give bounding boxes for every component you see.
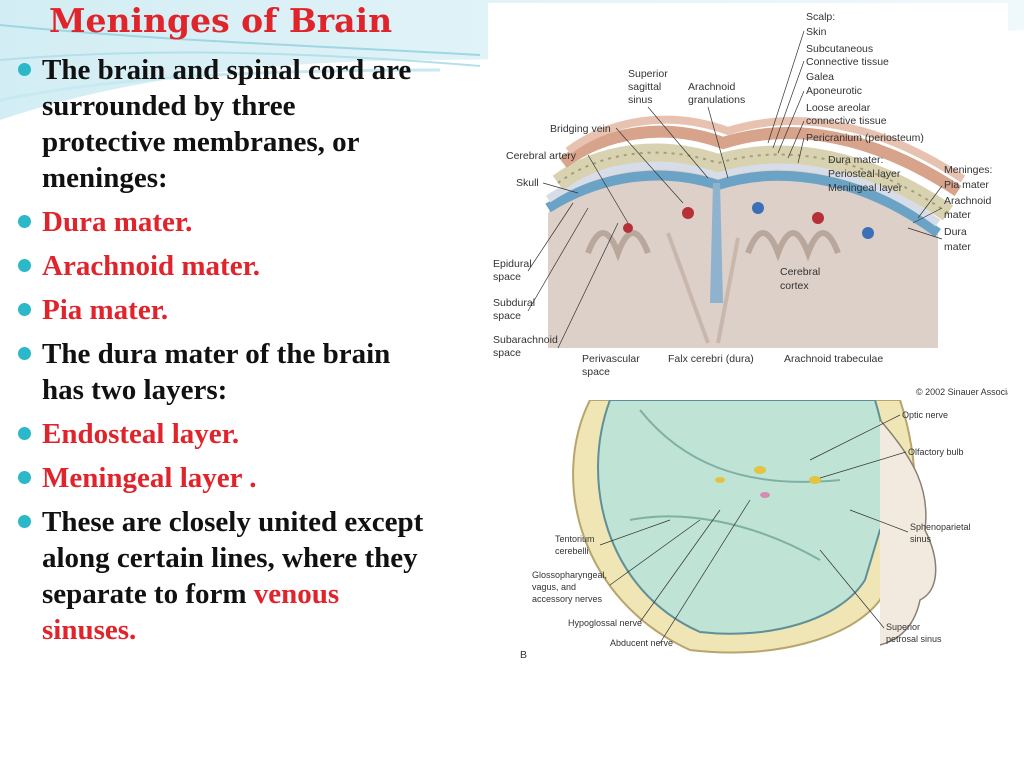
label-bridging-vein: Bridging vein xyxy=(550,123,611,135)
label-dura: Dura xyxy=(944,226,967,238)
label-space-2: space xyxy=(493,310,521,322)
label-meningeal-layer: Meningeal layer xyxy=(828,182,903,194)
label-falx: Falx cerebri (dura) xyxy=(668,353,754,365)
label-connective-tissue: Connective tissue xyxy=(806,56,889,68)
label-vagus: vagus, and xyxy=(532,582,576,592)
cranial-cavity-diagram: Optic nerve Olfactory bulb Tentorium cer… xyxy=(520,400,975,662)
label-optic-nerve: Optic nerve xyxy=(902,410,948,420)
bullet-item: Pia mater. xyxy=(16,292,426,328)
label-cortex: cortex xyxy=(780,280,809,292)
label-cerebelli: cerebelli xyxy=(555,546,589,556)
label-pia-mater: Pia mater xyxy=(944,179,989,191)
bullet-item: These are closely united except along ce… xyxy=(16,504,426,648)
label-space-3: space xyxy=(493,347,521,359)
bullet-text: Pia mater. xyxy=(42,294,169,326)
bullet-list: The brain and spinal cord are surrounded… xyxy=(16,52,426,656)
bullet-dot-icon xyxy=(18,471,31,484)
label-superior-bottom: Superior xyxy=(886,622,920,632)
label-epidural: Epidural xyxy=(493,258,532,270)
label-skin: Skin xyxy=(806,26,827,38)
meninges-cross-section-diagram: Scalp: Skin Subcutaneous Connective tiss… xyxy=(488,3,1008,403)
label-dura-mater: Dura mater: xyxy=(828,154,883,166)
label-sinus: sinus xyxy=(628,94,653,106)
label-arachnoid-mater: Arachnoid xyxy=(944,195,991,207)
label-sinus-bottom: sinus xyxy=(910,534,932,544)
label-skull: Skull xyxy=(516,177,539,189)
label-accessory: accessory nerves xyxy=(532,594,603,604)
bullet-dot-icon xyxy=(18,63,31,76)
label-copyright: © 2002 Sinauer Associates, Inc. xyxy=(916,387,1008,397)
label-subcutaneous: Subcutaneous xyxy=(806,43,873,55)
label-space-4: space xyxy=(582,366,610,378)
label-meninges: Meninges: xyxy=(944,164,992,176)
label-loose-areolar-2: connective tissue xyxy=(806,115,887,127)
label-cerebral-artery: Cerebral artery xyxy=(506,150,577,162)
bullet-dot-icon xyxy=(18,515,31,528)
label-sphenoparietal: Sphenoparietal xyxy=(910,522,971,532)
label-trabeculae: Arachnoid trabeculae xyxy=(784,353,883,365)
label-cerebral: Cerebral xyxy=(780,266,820,278)
bullet-item: The brain and spinal cord are surrounded… xyxy=(16,52,426,196)
label-petrosal: petrosal sinus xyxy=(886,634,942,644)
label-space: space xyxy=(493,271,521,283)
bullet-item: Arachnoid mater. xyxy=(16,248,426,284)
bullet-text: The dura mater of the brain has two laye… xyxy=(42,338,391,406)
slide-title: Meninges of Brain xyxy=(49,1,393,40)
label-pericranium: Pericranium (periosteum) xyxy=(806,132,924,144)
bullet-item: Dura mater. xyxy=(16,204,426,240)
bullet-text: Arachnoid mater. xyxy=(42,250,261,282)
label-subarachnoid: Subarachnoid xyxy=(493,334,558,346)
bullet-highlight: venous sinuses. xyxy=(42,578,340,646)
label-tentorium: Tentorium xyxy=(555,534,595,544)
bullet-dot-icon xyxy=(18,259,31,272)
bullet-dot-icon xyxy=(18,303,31,316)
bullet-dot-icon xyxy=(18,215,31,228)
label-olfactory-bulb: Olfactory bulb xyxy=(908,447,964,457)
bullet-dot-icon xyxy=(18,347,31,360)
label-mater: mater xyxy=(944,209,971,221)
bullet-item: Endosteal layer. xyxy=(16,416,426,452)
bullet-text: Dura mater. xyxy=(42,206,193,238)
bullet-text: The brain and spinal cord are surrounded… xyxy=(42,54,412,194)
bullet-text: These are closely united except along ce… xyxy=(42,506,424,610)
label-mater-2: mater xyxy=(944,241,971,253)
label-scalp: Scalp: xyxy=(806,11,835,23)
bullet-text: Endosteal layer. xyxy=(42,418,240,450)
label-hypoglossal: Hypoglossal nerve xyxy=(568,618,642,628)
label-perivascular: Perivascular xyxy=(582,353,640,365)
label-superior: Superior xyxy=(628,68,668,80)
label-glossopharyngeal: Glossopharyngeal, xyxy=(532,570,607,580)
label-loose-areolar: Loose areolar xyxy=(806,102,871,114)
label-periosteal-layer: Periosteal layer xyxy=(828,168,901,180)
bullet-item: The dura mater of the brain has two laye… xyxy=(16,336,426,408)
bullet-dot-icon xyxy=(18,427,31,440)
label-sagittal: sagittal xyxy=(628,81,661,93)
label-abducent: Abducent nerve xyxy=(610,638,673,648)
label-galea: Galea xyxy=(806,71,834,83)
label-subdural: Subdural xyxy=(493,297,535,309)
bullet-text: Meningeal layer . xyxy=(42,462,257,494)
bullet-item: Meningeal layer . xyxy=(16,460,426,496)
label-granulations: granulations xyxy=(688,94,745,106)
label-aponeurotic: Aponeurotic xyxy=(806,85,862,97)
label-arachnoid: Arachnoid xyxy=(688,81,735,93)
label-panel-b: B xyxy=(520,649,527,661)
